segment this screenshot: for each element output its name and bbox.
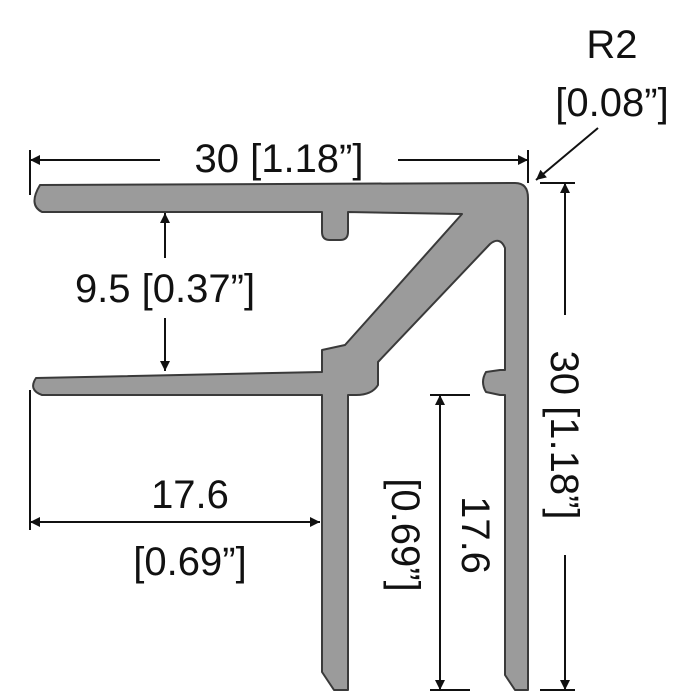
radius-label-inch: [0.08”] [555,81,668,125]
flange-gap-label: 9.5 [0.37”] [75,267,255,311]
right-height-dimension: 30 [1.18”] [540,182,586,691]
bottom-width-label-inch: [0.69”] [133,540,246,584]
flange-gap-dimension: 9.5 [0.37”] [75,213,255,371]
bottom-width-dimension: 17.6 [0.69”] [29,390,320,584]
leg-height-label: 17.6 [453,496,497,574]
leg-height-dimension: 17.6 [0.69”] [383,394,497,691]
right-height-label: 30 [1.18”] [542,350,586,519]
radius-label: R2 [586,23,637,67]
radius-callout: R2 [0.08”] [535,23,669,181]
bottom-width-label: 17.6 [151,473,229,517]
aluminium-corner-profile [32,182,529,691]
leg-height-label-inch: [0.69”] [383,478,427,591]
top-width-label: 30 [1.18”] [194,137,363,181]
top-width-dimension: 30 [1.18”] [29,137,529,195]
